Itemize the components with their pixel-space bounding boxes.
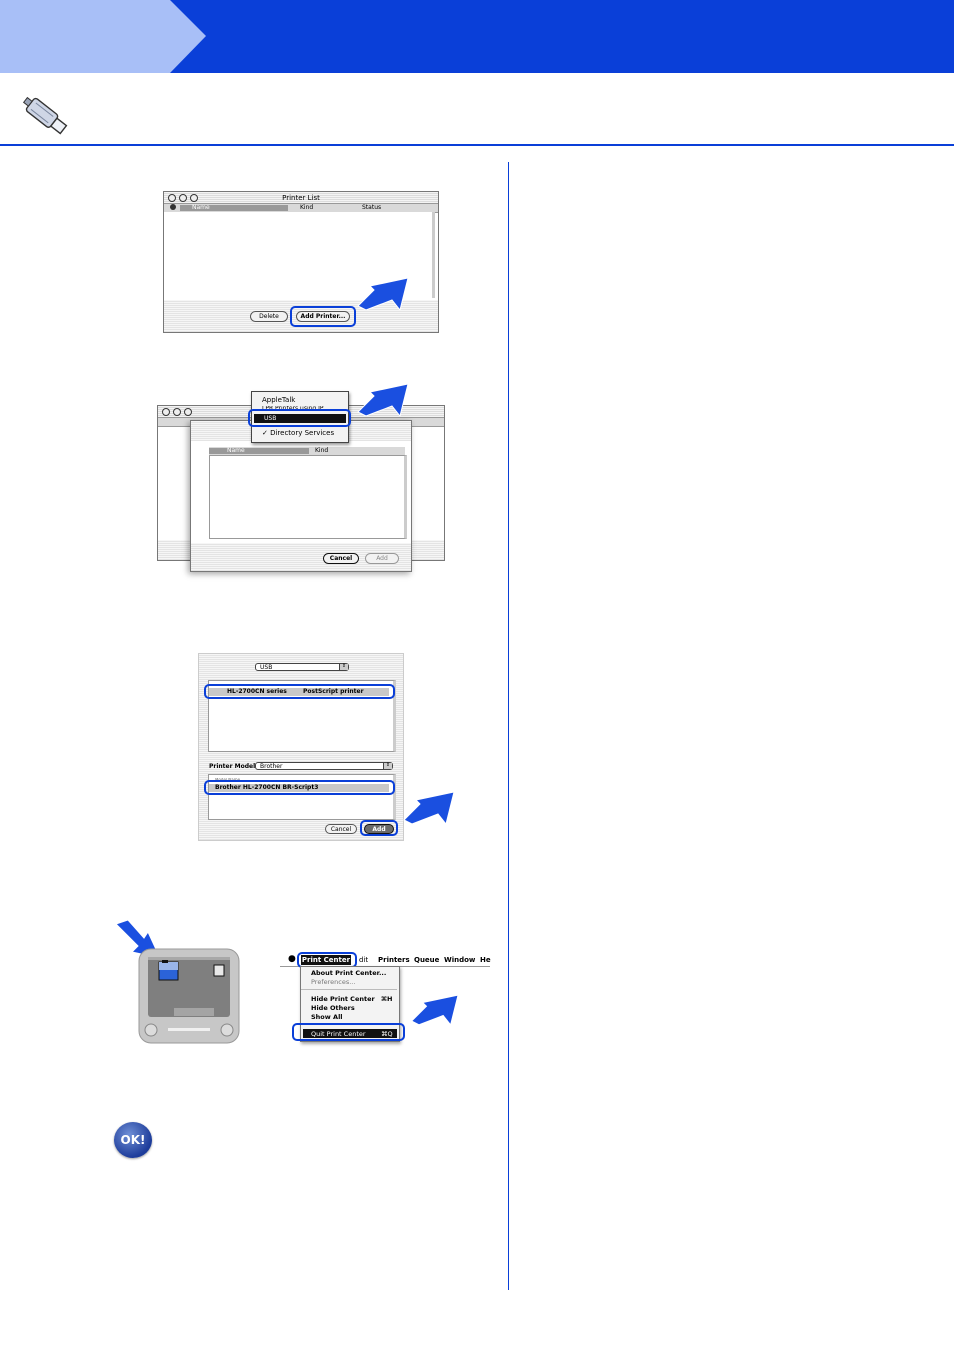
ok-badge-label: OK! (120, 1133, 146, 1147)
usb-cable-icon (22, 96, 68, 135)
close-icon[interactable] (168, 194, 176, 202)
menu-help[interactable]: He (480, 956, 491, 964)
minimize-icon[interactable] (173, 408, 181, 416)
usb-menu-highlight (248, 409, 351, 427)
printer-list-titlebar: Printer List (164, 192, 438, 204)
printer-row-highlight (204, 684, 395, 699)
menu-item-preferences[interactable]: Preferences... (311, 978, 356, 986)
menu-edit[interactable]: dit (359, 956, 369, 964)
cancel-button[interactable]: Cancel (323, 553, 359, 564)
pointer-arrow-icon (410, 994, 458, 1026)
header-rule (0, 144, 954, 146)
add-button-highlight (360, 820, 398, 836)
header-tab (0, 0, 206, 73)
menu-item-quit-label: Quit Print Center (311, 1030, 366, 1038)
menu-item-show-all[interactable]: Show All (311, 1013, 343, 1021)
menu-item-quit[interactable]: Quit Print Center ⌘Q (303, 1029, 397, 1038)
cancel-button[interactable]: Cancel (325, 824, 357, 834)
delete-button[interactable]: Delete (250, 311, 288, 322)
connection-select-value: USB (260, 664, 273, 671)
add-button[interactable]: Add (365, 553, 399, 564)
menu-separator (301, 989, 397, 990)
print-center-menu: About Print Center... Preferences... Hid… (300, 966, 400, 1042)
menu-item-directory-label: Directory Services (270, 429, 335, 437)
checkmark-icon: ✓ (262, 429, 271, 437)
printer-list-footer: Delete Add Printer... (164, 300, 438, 332)
close-icon[interactable] (162, 408, 170, 416)
column-header-kind[interactable]: Kind (315, 447, 329, 454)
popup-arrows-icon: ⇕ (339, 664, 348, 670)
zoom-icon[interactable] (184, 408, 192, 416)
pointer-arrow-icon (357, 277, 408, 310)
model-row-highlight (204, 780, 395, 795)
column-divider (508, 162, 509, 1290)
usb-selection-panel: USB ⇕ HL-2700CN series PostScript printe… (198, 653, 404, 841)
sheet-footer: Cancel Add (191, 543, 411, 571)
menu-item-appletalk[interactable]: AppleTalk (262, 396, 296, 404)
pointer-arrow-icon (357, 383, 408, 416)
window-title: Printer List (282, 194, 320, 202)
connection-select[interactable]: USB ⇕ (255, 663, 349, 671)
minimize-icon[interactable] (179, 194, 187, 202)
menu-item-usb[interactable]: USB (254, 414, 346, 423)
quit-menu-highlight (292, 1023, 405, 1041)
printer-list-window: Printer List Name Kind Status Delete Add… (163, 191, 439, 333)
model-row-name: Brother HL-2700CN BR-Script3 (215, 784, 319, 791)
menu-bar: ● Print Center dit Printers Queue Window… (280, 954, 491, 967)
printer-model-select[interactable]: Brother ⇕ (255, 762, 393, 770)
sheet-list-body (209, 455, 407, 539)
printer-model-value: Brother (260, 763, 283, 770)
menu-item-directory-services[interactable]: ✓ Directory Services (252, 430, 348, 437)
printer-row[interactable]: HL-2700CN series PostScript printer (209, 688, 389, 696)
add-printer-highlight (290, 306, 356, 327)
column-header-name[interactable]: Name (180, 205, 288, 211)
pointer-arrow-icon (403, 791, 454, 824)
menu-queue[interactable]: Queue (414, 956, 440, 964)
model-row[interactable]: Brother HL-2700CN BR-Script3 (209, 784, 389, 792)
menu-item-lpr[interactable]: LPR Printers using IP (262, 406, 324, 411)
popup-arrows-icon: ⇕ (383, 763, 392, 769)
menu-item-about[interactable]: About Print Center... (311, 969, 387, 977)
zoom-icon[interactable] (190, 194, 198, 202)
printer-model-label: Printer Model: (209, 763, 258, 770)
printer-row-name: HL-2700CN series (227, 688, 287, 695)
column-header-status[interactable]: Status (362, 204, 382, 211)
menu-print-center[interactable]: Print Center (301, 955, 351, 965)
add-button[interactable]: Add (364, 824, 394, 834)
pointer-arrow-icon (115, 920, 160, 958)
connection-popup-menu: AppleTalk LPR Printers using IP USB ✓ Di… (251, 391, 349, 443)
column-header-name[interactable]: Name (209, 448, 309, 454)
menu-item-quit-shortcut: ⌘Q (381, 1030, 393, 1038)
menu-item-hide-shortcut: ⌘H (381, 995, 393, 1003)
sort-icon (170, 204, 176, 210)
imac-screen-icon (138, 948, 240, 1044)
add-printer-sheet: Name Kind Cancel Add (190, 420, 412, 572)
menu-item-hide-others[interactable]: Hide Others (311, 1004, 355, 1012)
menu-item-hide[interactable]: Hide Print Center (311, 995, 375, 1003)
ok-badge-icon: OK! (114, 1122, 152, 1158)
model-list-header: Model Name (215, 778, 241, 782)
menu-printers[interactable]: Printers (378, 956, 410, 964)
add-printer-button[interactable]: Add Printer... (296, 311, 350, 322)
column-header-kind[interactable]: Kind (300, 204, 314, 211)
apple-menu-icon[interactable]: ● (288, 954, 296, 964)
printer-row-kind: PostScript printer (303, 688, 364, 695)
menu-window[interactable]: Window (444, 956, 476, 964)
